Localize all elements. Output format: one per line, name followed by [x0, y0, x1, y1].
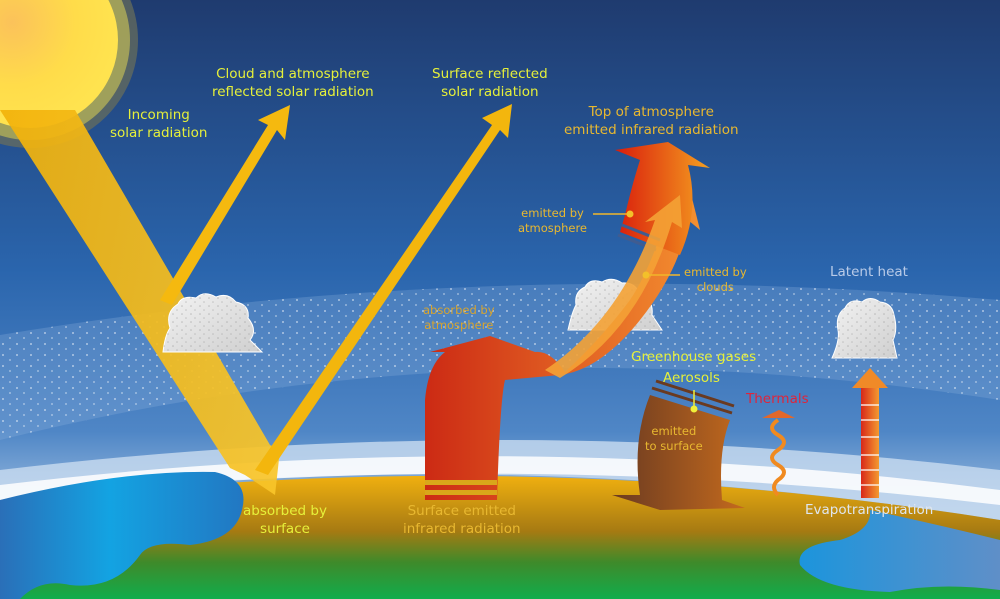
label-emitted-by-atmosphere: emitted by atmosphere [518, 206, 587, 235]
label-emitted-to-surface: emitted to surface [645, 424, 703, 453]
label-surface-emitted-ir: Surface emitted infrared radiation [403, 503, 521, 537]
cloud-emission-stream [545, 195, 682, 378]
label-absorbed-by-surface: absorbed by surface [243, 503, 327, 537]
label-cloud-atmosphere-reflected: Cloud and atmosphere reflected solar rad… [212, 66, 374, 100]
surface-emitted-ir-arrow [425, 190, 700, 500]
label-surface-reflected: Surface reflected solar radiation [432, 66, 548, 100]
incoming-solar-beam [0, 110, 280, 495]
label-toa-emitted-ir: Top of atmosphere emitted infrared radia… [564, 104, 739, 138]
label-thermals: Thermals [746, 391, 809, 407]
ocean-left [0, 471, 244, 599]
cloud-reflected-arrow [160, 105, 290, 305]
thermals-squiggle [770, 418, 786, 497]
label-evapotranspiration: Evapotranspiration [805, 502, 934, 518]
label-aerosols: Aerosols [663, 370, 720, 386]
back-radiation-arrow [612, 395, 745, 510]
label-emitted-by-clouds: emitted by clouds [684, 265, 747, 294]
toa-emitted-ir-arrow [615, 142, 710, 255]
surface-reflected-arrow [255, 104, 512, 475]
label-absorbed-by-atmosphere: absorbed by atmosphere [423, 303, 495, 332]
label-greenhouse-gases: Greenhouse gases [631, 349, 757, 365]
label-incoming-solar: Incoming solar radiation [110, 107, 208, 141]
cloud-left [162, 293, 264, 353]
land-surface [0, 475, 1000, 599]
cloud-right [831, 298, 898, 359]
ocean-right [799, 510, 1000, 592]
label-latent-heat: Latent heat [830, 264, 908, 280]
